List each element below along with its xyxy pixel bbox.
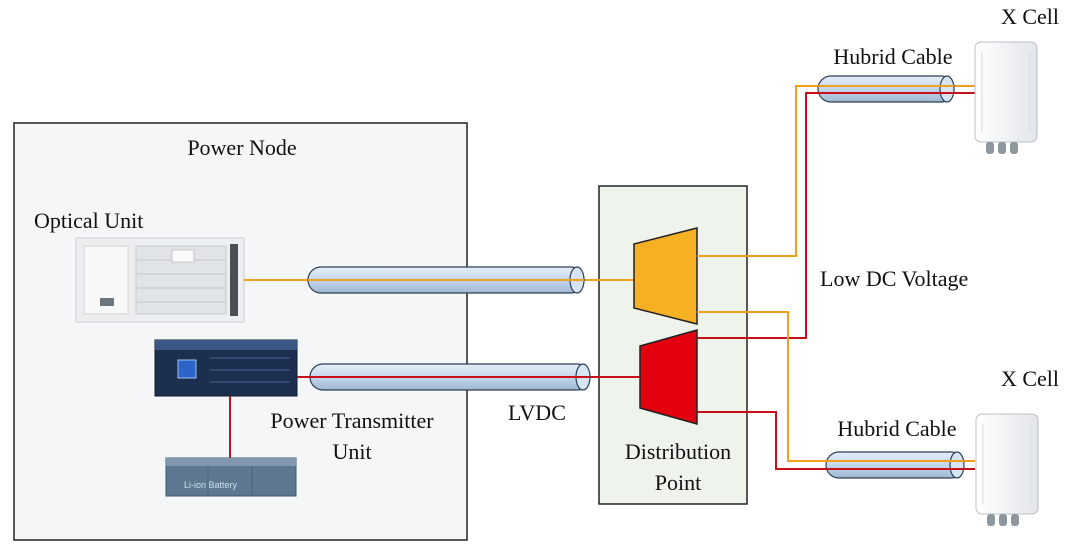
optical-trunk-cable [307,266,585,294]
bottom-hybrid-cable [825,451,965,479]
optical-unit-icon [75,237,245,323]
bottom-x-cell-icon [975,413,1039,526]
battery-icon: Li-ion Battery [165,457,297,497]
battery-label: Li-ion Battery [184,480,238,490]
top-hybrid-cable [817,75,955,103]
top-cable-label: Hubrid Cable [833,44,952,69]
power-splitter [639,329,698,425]
power-node-title: Power Node [187,135,296,160]
bottom-cable-label: Hubrid Cable [837,416,956,441]
distribution-point-label-line1: Distribution [625,439,731,464]
low-dc-voltage-label: Low DC Voltage [820,266,968,291]
power-transmitter-label-line2: Unit [332,439,371,464]
distribution-point-label-line2: Point [655,470,701,495]
optical-unit-label: Optical Unit [34,208,143,233]
top-cell-label: X Cell [1001,4,1059,29]
power-transmitter-unit-icon [154,339,298,397]
power-transmitter-label-line1: Power Transmitter [270,408,434,433]
top-x-cell-icon [974,41,1038,154]
bottom-cell-label: X Cell [1001,366,1059,391]
optical-splitter [633,227,698,325]
lvdc-label: LVDC [508,400,566,425]
power-trunk-cable [309,363,591,391]
